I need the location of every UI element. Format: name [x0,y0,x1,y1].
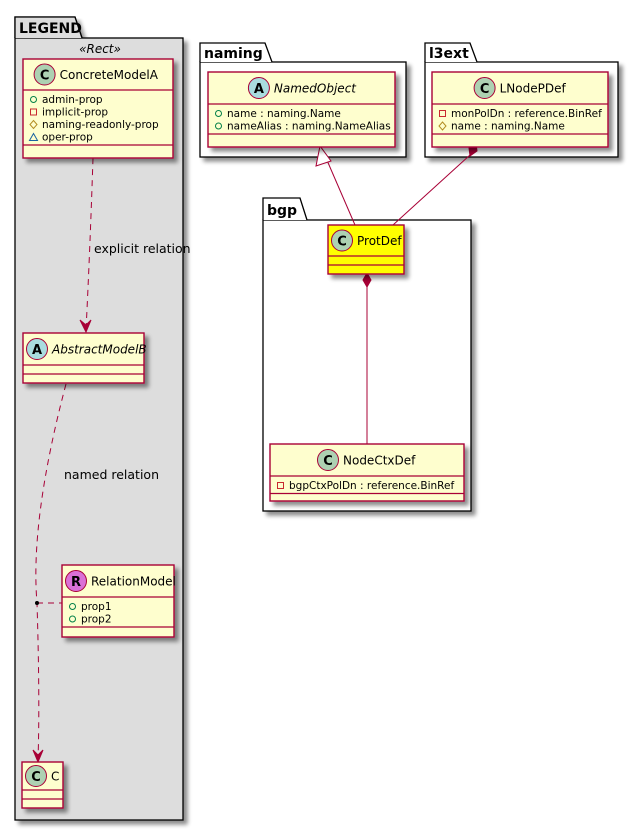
package-body [14,37,184,821]
arrowhead-icon [32,749,44,764]
relation-explicit-line[interactable] [85,157,94,331]
class-spot-letter: C [323,454,333,469]
package-label: bgp [267,203,297,219]
abstract-spot-icon [26,338,48,360]
class-attribute: monPolDn : reference.BinRef [439,108,602,120]
attribute-text: admin-prop [42,94,103,106]
class-spot-icon [473,77,496,99]
class-spot-letter: R [71,575,81,590]
attribute-text: name : naming.Name [451,121,565,133]
attribute-text: monPolDn : reference.BinRef [451,108,602,120]
attribute-text: bgpCtxPolDn : reference.BinRef [289,480,454,492]
arrowhead-icon [79,319,92,334]
relation-spot-icon [65,570,87,592]
class-abstract-model-b[interactable]: A AbstractModelB [22,332,147,384]
class-name: C [51,770,59,784]
class-name: NamedObject [274,82,357,96]
private-visibility-icon [439,110,446,117]
class-name: LNodePDef [500,82,567,96]
class-node-ctx-def[interactable]: C NodeCtxDef bgpCtxPolDn : reference.BinRe… [269,443,465,502]
class-spot-letter: C [40,69,50,84]
attribute-text: naming-readonly-prop [42,119,159,131]
relation-composition-line[interactable] [392,154,471,226]
private-visibility-icon [30,108,37,116]
association-point-icon [35,601,39,605]
package-label: naming [204,46,263,62]
package-legend: LEGEND «Rect» [14,16,184,821]
attribute-text: prop1 [81,601,112,613]
class-l-node-p-def[interactable]: C LNodePDef monPolDn : reference.BinRefnam… [431,71,609,148]
protected-visibility-icon [438,121,447,131]
class-name: ConcreteModelA [60,68,159,82]
relation-explicit-label: explicit relation [94,241,191,256]
class-spot-icon [25,765,47,787]
package-visibility-icon [28,132,39,141]
class-attribute: name : naming.Name [438,121,565,133]
class-attribute: nameAlias : naming.NameAlias [215,121,391,133]
class-spot-letter: A [254,82,264,97]
class-spot-letter: C [480,82,490,97]
class-name: AbstractModelB [51,343,147,357]
relation-inheritance-line[interactable] [325,157,356,226]
composition-diamond-icon [362,271,372,289]
attribute-text: prop2 [81,614,112,626]
private-visibility-icon [277,482,284,489]
class-name: RelationModel [91,575,176,589]
attribute-text: implicit-prop [42,107,108,119]
class-concrete-model-a[interactable]: C ConcreteModelA admin-propimplicit-propna… [22,58,174,159]
class-prot-def[interactable]: C ProtDef [327,224,405,275]
class-spot-icon [331,229,353,252]
class-spot-icon [317,449,339,471]
class-attribute: prop2 [69,614,112,626]
public-visibility-icon [69,603,76,610]
package-stereotype: «Rect» [79,42,121,56]
abstract-spot-icon [247,77,270,99]
class-box [269,443,465,502]
public-visibility-icon [215,110,222,117]
class-spot-letter: C [337,235,347,250]
attribute-text: name : naming.Name [227,108,341,120]
class-spot-letter: A [32,343,42,358]
class-attribute: implicit-prop [30,107,108,119]
package-label: LEGEND [19,21,82,37]
class-attribute: bgpCtxPolDn : reference.BinRef [277,480,454,492]
class-attribute: oper-prop [28,132,93,144]
protected-visibility-icon [29,119,38,130]
class-name: NodeCtxDef [343,454,416,468]
relation-named-label: named relation [64,467,159,482]
attribute-text: nameAlias : naming.NameAlias [227,121,391,133]
class-name: ProtDef [357,234,402,248]
class-attribute: name : naming.Name [215,108,341,120]
class-attribute: naming-readonly-prop [29,119,159,131]
public-visibility-icon [30,96,37,103]
public-visibility-icon [69,615,76,623]
class-attribute: admin-prop [30,94,103,106]
attribute-text: oper-prop [42,132,93,144]
relations: explicit relation named relation [32,142,478,764]
class-attribute: prop1 [69,601,112,613]
package-label: l3ext [429,46,469,62]
public-visibility-icon [215,122,222,130]
class-named-object[interactable]: A NamedObject name : naming.NamenameAlias … [207,71,396,148]
class-spot-icon [33,63,56,86]
class-spot-letter: C [31,770,41,785]
inheritance-triangle-icon [315,144,332,167]
